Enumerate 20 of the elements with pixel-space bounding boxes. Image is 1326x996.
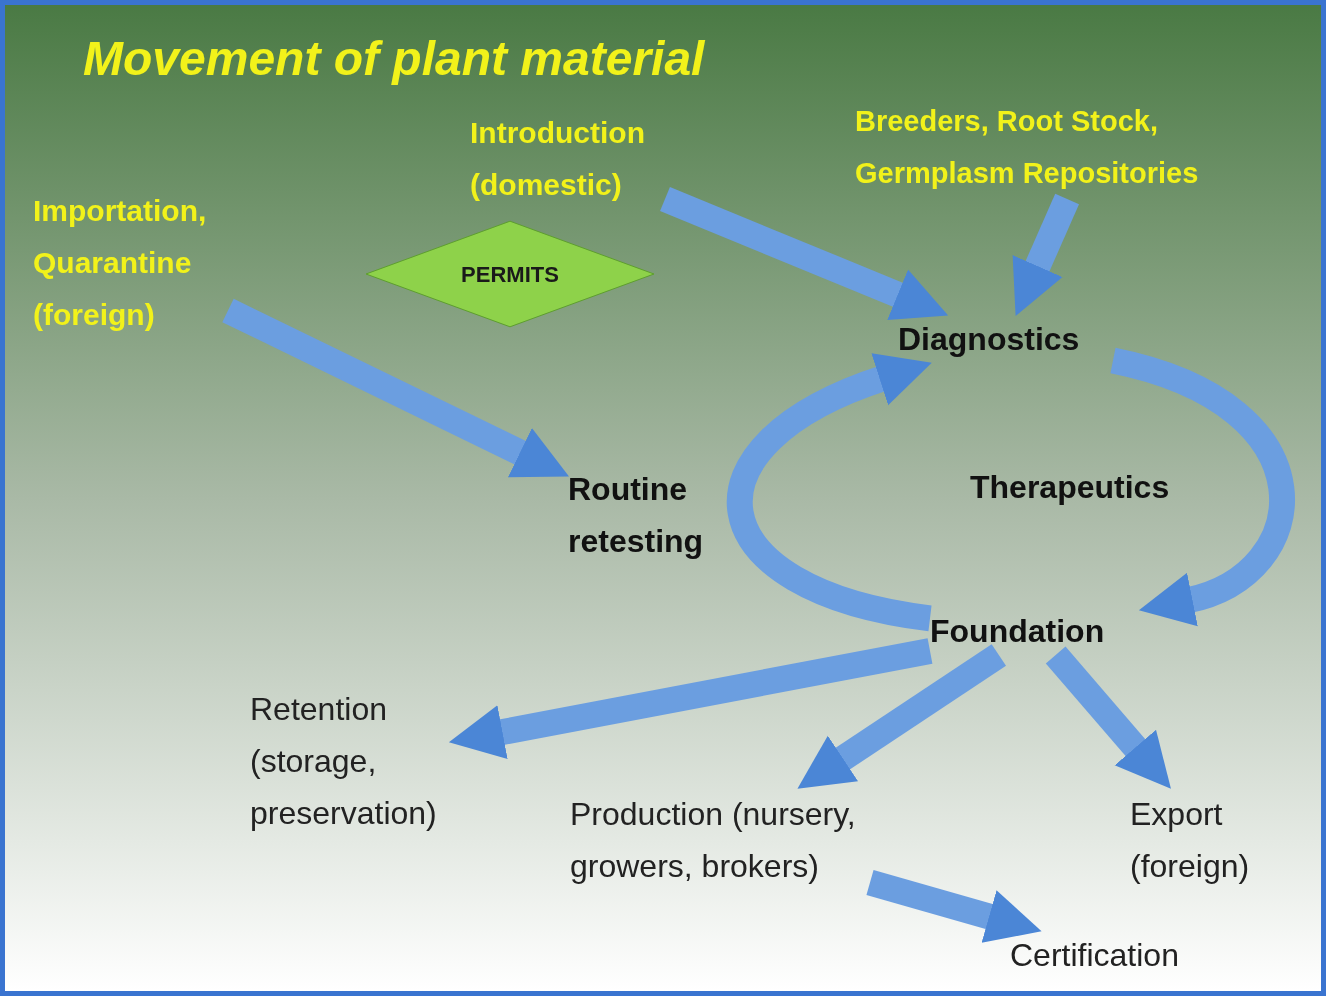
stage-label: Foundation [930,607,1140,655]
curved-arrow [727,354,933,632]
destination-label: Export (foreign) [1130,788,1300,892]
curved-arrow [1109,348,1295,625]
arrow [222,298,569,478]
destination-label: Certification [1010,931,1240,979]
arrow [866,870,1042,943]
title: Movement of plant material [83,31,705,87]
arrow [660,187,949,320]
source-label: Introduction (domestic) [470,107,665,211]
stage-label: Therapeutics [970,463,1210,511]
destination-label: Retention (storage, preservation) [250,683,450,839]
destination-label: Production (nursery, growers, brokers) [570,788,870,892]
arrow [1045,646,1171,789]
source-label: Importation, Quarantine (foreign) [33,185,228,341]
arrow [797,644,1007,789]
stage-label: Diagnostics [898,315,1113,363]
source-label: Breeders, Root Stock, Germplasm Repositories [855,95,1325,199]
arrow [1012,193,1079,317]
stage-label: Routine retesting [568,463,728,567]
